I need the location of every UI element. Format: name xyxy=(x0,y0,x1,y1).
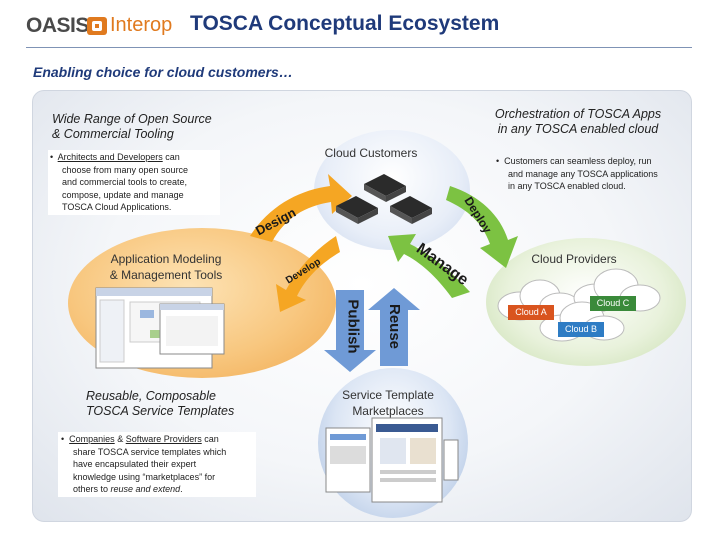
tooling-bullet-line: choose from many open source xyxy=(62,164,189,175)
tooling-heading: Wide Range of Open Source & Commercial T… xyxy=(52,112,272,142)
templates-bullet-line: have encapsulated their expert xyxy=(73,459,197,469)
reuse-arrow-icon xyxy=(368,288,420,366)
orchestration-bullet: • Customers can seamless deploy, run and… xyxy=(494,154,676,194)
publish-label: Publish xyxy=(344,299,362,354)
templates-heading: Reusable, Composable TOSCA Service Templ… xyxy=(86,389,286,419)
tooling-bullet: • Architects and Developers can choose f… xyxy=(48,150,220,215)
orchestration-heading-line2: in any TOSCA enabled cloud xyxy=(497,122,659,136)
orchestration-bullet-text: Customers can seamless deploy, run xyxy=(504,156,652,166)
app-modeling-line2: & Management Tools xyxy=(109,268,223,282)
marketplaces-line1: Service Template xyxy=(342,388,434,402)
templates-last-italic: reuse and extend xyxy=(110,484,181,494)
tooling-heading-line1: Wide Range of Open Source xyxy=(52,112,212,126)
chip-icon-1 xyxy=(336,196,378,224)
chip-icon-3 xyxy=(364,174,406,202)
templates-last-prefix: others to xyxy=(73,484,111,494)
templates-can: can xyxy=(201,434,219,444)
app-modeling-line1: Application Modeling xyxy=(110,252,222,266)
app-modeling-label: Application Modeling & Management Tools xyxy=(96,251,236,283)
interop-logo-text: Interop xyxy=(110,14,173,36)
publish-arrow-icon xyxy=(324,290,376,372)
tooling-bullet-link: Architects and Developers xyxy=(57,152,163,162)
tooling-heading-line2: & Commercial Tooling xyxy=(52,127,174,141)
marketplaces-label: Service Template Marketplaces xyxy=(328,387,448,419)
tooling-bullet-line: TOSCA Cloud Applications. xyxy=(62,202,172,212)
templates-bullet-line-first: • Companies & Software Providers can xyxy=(61,434,219,444)
tooling-bullet-rest: can xyxy=(162,152,180,162)
manage-arrow-icon xyxy=(388,234,470,298)
tooling-screenshot-small-icon xyxy=(159,303,225,355)
tooling-bullet-line: compose, update and manage xyxy=(62,189,184,200)
templates-last-suffix: . xyxy=(180,484,183,494)
title-rule xyxy=(26,47,692,48)
orchestration-heading: Orchestration of TOSCA Apps in any TOSCA… xyxy=(478,107,678,137)
templates-bullet-line: knowledge using “marketplaces” for xyxy=(73,471,216,482)
cloud-customers-label: Cloud Customers xyxy=(324,146,418,160)
orchestration-bullet-line: in any TOSCA enabled cloud. xyxy=(508,181,626,191)
marketplaces-line2: Marketplaces xyxy=(352,404,424,418)
templates-heading-line1: Reusable, Composable xyxy=(86,389,216,403)
tooling-bullet-line: and commercial tools to create, xyxy=(62,177,188,187)
marketplace-screenshot-icon xyxy=(325,417,459,503)
templates-heading-line2: TOSCA Service Templates xyxy=(86,404,235,418)
interop-logo-icon xyxy=(87,17,107,35)
templates-bullet: • Companies & Software Providers can sha… xyxy=(58,432,256,497)
deploy-arrow-icon xyxy=(446,186,518,268)
cloud-c-tag: Cloud C xyxy=(590,296,636,311)
page-subtitle: Enabling choice for cloud customers… xyxy=(33,64,293,80)
design-arrow-icon xyxy=(250,174,352,242)
cloud-providers-label: Cloud Providers xyxy=(531,252,617,266)
orchestration-bullet-line: and manage any TOSCA applications xyxy=(508,168,658,179)
oasis-logo-text: OASIS xyxy=(26,14,89,37)
templates-bullet-line: share TOSCA service templates which xyxy=(73,446,227,457)
templates-link-providers: Software Providers xyxy=(125,434,202,444)
develop-arrow-icon xyxy=(276,236,340,312)
tooling-bullet-line-first: • Architects and Developers can xyxy=(50,152,180,162)
chip-icon-2 xyxy=(390,196,432,224)
cloud-a-tag: Cloud A xyxy=(508,305,554,320)
orchestration-heading-line1: Orchestration of TOSCA Apps xyxy=(494,107,662,121)
templates-amp: & xyxy=(114,434,126,444)
cloud-b-tag: Cloud B xyxy=(558,322,604,337)
templates-bullet-last-line: others to reuse and extend. xyxy=(61,483,253,496)
templates-link-companies: Companies xyxy=(69,434,115,444)
page-title: TOSCA Conceptual Ecosystem xyxy=(190,12,500,35)
orchestration-bullet-line-first: • Customers can seamless deploy, run xyxy=(496,156,652,166)
reuse-label: Reuse xyxy=(386,303,404,350)
